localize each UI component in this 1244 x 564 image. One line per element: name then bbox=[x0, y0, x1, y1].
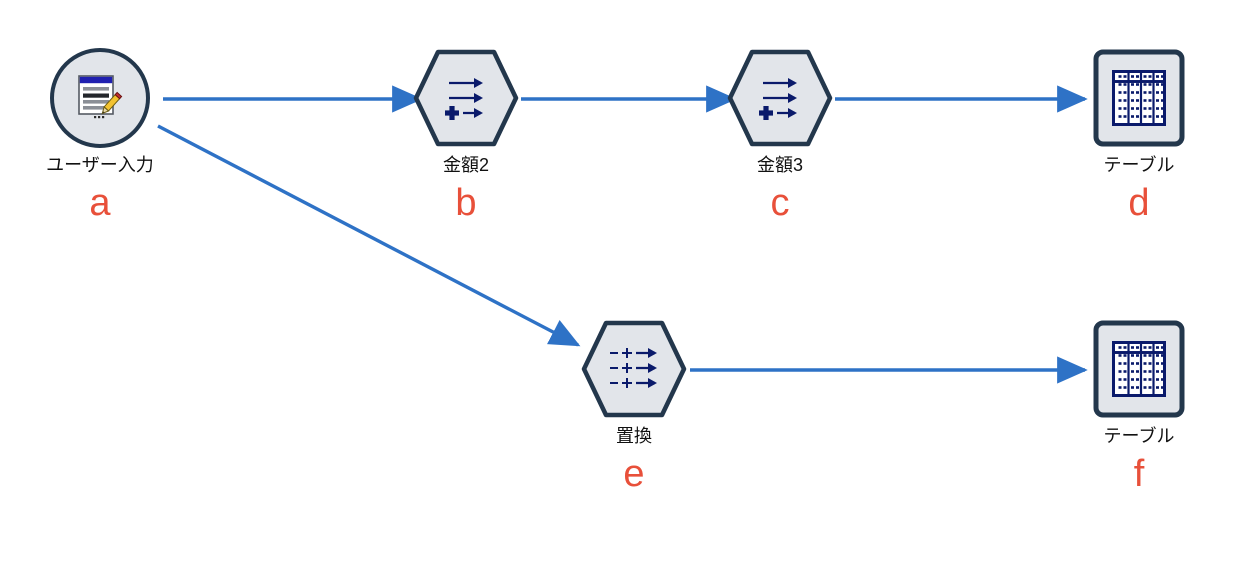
node-shape-rounded-square[interactable] bbox=[1059, 317, 1219, 421]
node-tag: a bbox=[89, 182, 111, 224]
table-grid-icon bbox=[1112, 70, 1166, 126]
node-tag: b bbox=[455, 182, 477, 224]
stream-node-d[interactable]: テーブル d bbox=[1059, 46, 1219, 224]
stream-node-a[interactable]: ユーザー入力 a bbox=[20, 46, 180, 224]
derive-arrows-plus-icon bbox=[439, 73, 493, 123]
node-shape-hexagon[interactable] bbox=[554, 317, 714, 421]
node-tag: c bbox=[770, 182, 790, 224]
node-label: テーブル bbox=[1103, 155, 1175, 175]
table-grid-icon bbox=[1112, 341, 1166, 397]
node-tag: d bbox=[1128, 182, 1150, 224]
stream-node-c[interactable]: 金額3 c bbox=[700, 46, 860, 224]
node-label: 置換 bbox=[616, 426, 652, 446]
user-input-document-pencil-icon bbox=[72, 70, 128, 126]
node-shape-hexagon[interactable] bbox=[386, 46, 546, 150]
node-shape-hexagon[interactable] bbox=[700, 46, 860, 150]
stream-node-f[interactable]: テーブル f bbox=[1059, 317, 1219, 495]
node-shape-circle[interactable] bbox=[20, 46, 180, 150]
node-label: テーブル bbox=[1103, 426, 1175, 446]
derive-arrows-plus-icon bbox=[753, 73, 807, 123]
node-label: ユーザー入力 bbox=[46, 155, 154, 175]
stream-node-b[interactable]: 金額2 b bbox=[386, 46, 546, 224]
node-tag: e bbox=[623, 453, 645, 495]
node-shape-rounded-square[interactable] bbox=[1059, 46, 1219, 150]
filler-replace-icon bbox=[605, 344, 663, 394]
stream-node-e[interactable]: 置換 e bbox=[554, 317, 714, 495]
node-tag: f bbox=[1133, 453, 1145, 495]
node-label: 金額3 bbox=[756, 155, 803, 175]
node-label: 金額2 bbox=[442, 155, 489, 175]
